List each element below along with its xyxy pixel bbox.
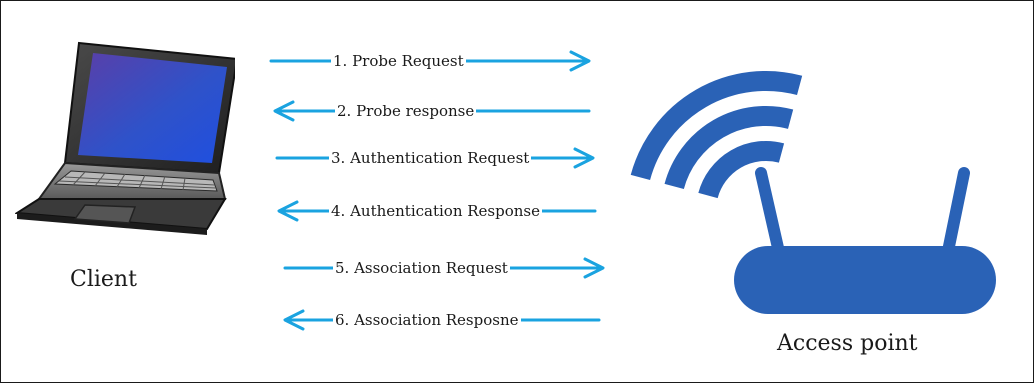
message-label-1: 1. Probe Request [331, 50, 466, 72]
client-label: Client [70, 267, 137, 292]
wifi-arc-inner [698, 141, 785, 199]
wireless-router-icon [630, 71, 996, 314]
message-label-3: 3. Authentication Request [329, 147, 532, 169]
wifi-arc-outer [630, 71, 803, 181]
message-label-4: 4. Authentication Response [329, 200, 542, 222]
message-label-6: 6. Association Resposne [333, 309, 521, 331]
laptop-icon [15, 41, 235, 235]
message-arrow-5: 5. Association Request [283, 257, 607, 279]
message-arrow-6: 6. Association Resposne [281, 309, 601, 331]
wifi-arc-middle [664, 105, 794, 190]
message-arrow-4: 4. Authentication Response [275, 200, 597, 222]
message-arrow-1: 1. Probe Request [269, 50, 593, 72]
router-body [734, 246, 996, 314]
message-arrow-3: 3. Authentication Request [275, 147, 597, 169]
message-label-2: 2. Probe response [335, 100, 477, 122]
access-point-label: Access point [777, 331, 918, 356]
message-label-5: 5. Association Request [333, 257, 510, 279]
message-arrow-2: 2. Probe response [271, 100, 591, 122]
